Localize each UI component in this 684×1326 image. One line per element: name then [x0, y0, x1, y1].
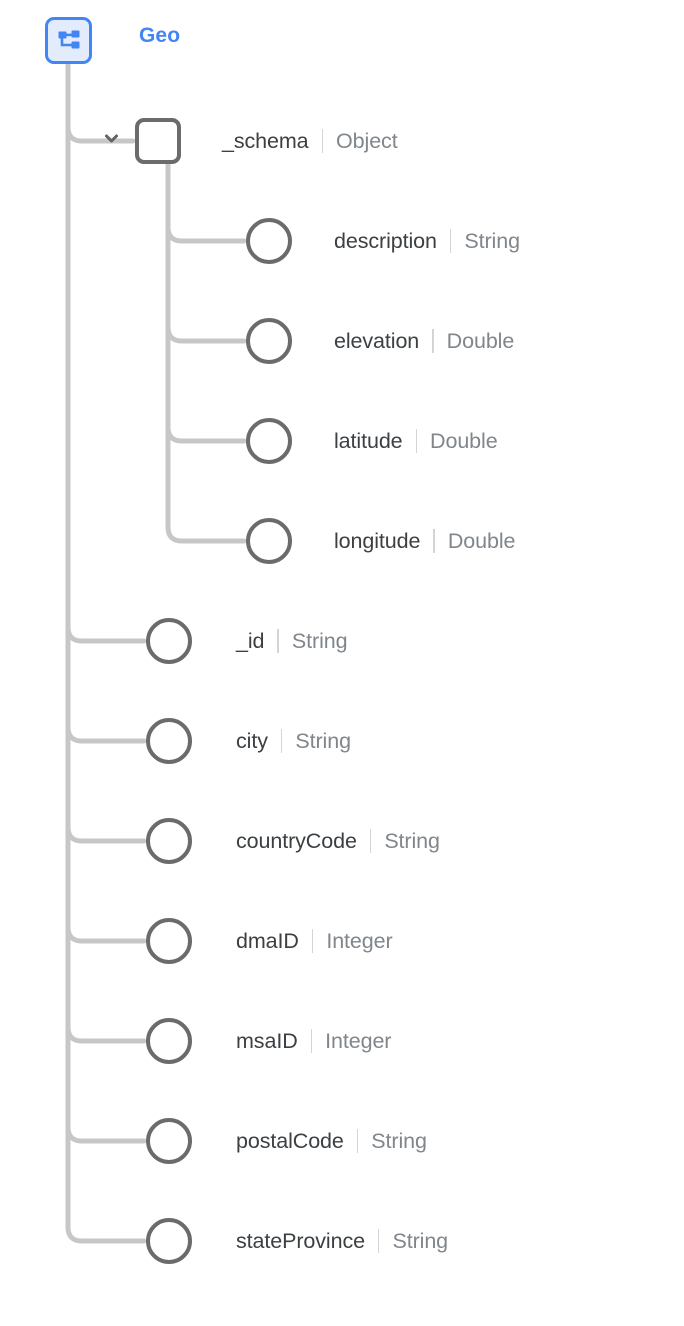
tree-node-postalCode[interactable]	[146, 1118, 192, 1164]
tree-row-schema[interactable]: _schema Object	[222, 126, 398, 156]
field-type: String	[291, 628, 348, 653]
tree-node-stateProvince[interactable]	[146, 1218, 192, 1264]
field-name: _id	[236, 628, 265, 653]
field-name: _schema	[222, 128, 309, 153]
field-separator	[449, 229, 452, 253]
field-separator	[415, 429, 418, 453]
field-type: Integer	[326, 928, 393, 953]
tree-row-msaID[interactable]: msaID Integer	[236, 1026, 391, 1056]
field-separator	[356, 1129, 359, 1153]
tree-node-dmaID[interactable]	[146, 918, 192, 964]
field-name: countryCode	[236, 828, 357, 853]
field-separator	[377, 1229, 380, 1253]
tree-node-elevation[interactable]	[246, 318, 292, 364]
chevron-down-icon	[102, 129, 121, 153]
tree-node-msaID[interactable]	[146, 1018, 192, 1064]
tree-row-countryCode[interactable]: countryCode String	[236, 826, 440, 856]
field-name: longitude	[334, 528, 421, 553]
field-type: String	[384, 828, 440, 853]
field-type: String	[295, 728, 351, 753]
field-type: String	[392, 1228, 449, 1253]
field-type: Double	[430, 428, 498, 453]
tree-row-city[interactable]: city String	[236, 726, 351, 756]
field-separator	[310, 1029, 313, 1053]
field-type: Integer	[325, 1028, 392, 1053]
field-name: dmaID	[236, 928, 299, 953]
field-separator	[277, 629, 279, 653]
root-node[interactable]	[45, 17, 92, 64]
field-name: elevation	[334, 328, 420, 353]
field-type: String	[371, 1128, 427, 1153]
tree-row-id[interactable]: _id String	[236, 626, 348, 656]
schema-tree-icon	[56, 28, 82, 54]
field-separator	[321, 129, 324, 153]
field-separator	[369, 829, 372, 853]
field-type: Double	[446, 328, 515, 353]
field-type: Double	[447, 528, 516, 553]
expand-toggle-schema[interactable]	[99, 129, 123, 153]
field-type: Object	[336, 128, 398, 153]
tree-node-city[interactable]	[146, 718, 192, 764]
field-name: latitude	[334, 428, 403, 453]
tree-row-dmaID[interactable]: dmaID Integer	[236, 926, 393, 956]
field-name: msaID	[236, 1028, 298, 1053]
field-name: description	[334, 228, 437, 253]
tree-row-description[interactable]: description String	[334, 226, 520, 256]
field-separator	[432, 329, 434, 353]
field-separator	[433, 529, 435, 553]
field-name: postalCode	[236, 1128, 344, 1153]
tree-row-postalCode[interactable]: postalCode String	[236, 1126, 427, 1156]
tree-row-longitude[interactable]: longitude Double	[334, 526, 516, 556]
field-name: stateProvince	[236, 1228, 365, 1253]
field-separator	[280, 729, 283, 753]
tree-node-description[interactable]	[246, 218, 292, 264]
tree-node-latitude[interactable]	[246, 418, 292, 464]
tree-row-latitude[interactable]: latitude Double	[334, 426, 498, 456]
tree-row-stateProvince[interactable]: stateProvince String	[236, 1226, 448, 1256]
field-name: city	[236, 728, 268, 753]
tree-row-elevation[interactable]: elevation Double	[334, 326, 514, 356]
root-label: Geo	[139, 24, 181, 47]
tree-node-longitude[interactable]	[246, 518, 292, 564]
field-separator	[311, 929, 314, 953]
tree-node-schema[interactable]	[135, 118, 181, 164]
tree-node-countryCode[interactable]	[146, 818, 192, 864]
tree-node-id[interactable]	[146, 618, 192, 664]
field-type: String	[464, 228, 520, 253]
